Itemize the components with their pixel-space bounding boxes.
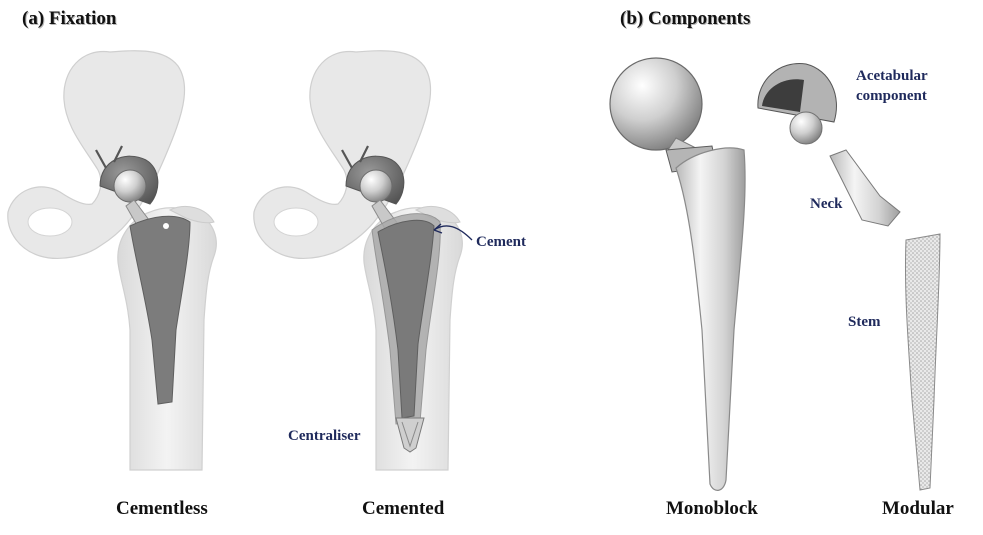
cemented-caption: Cemented (362, 498, 444, 520)
modular-caption: Modular (882, 498, 954, 520)
modular-stem-illustration (758, 63, 940, 490)
cement-label: Cement (476, 232, 526, 252)
stem-label: Stem (848, 312, 881, 332)
centraliser-label: Centraliser (288, 426, 360, 446)
monoblock-stem-illustration (610, 58, 745, 490)
fixation-heading: (a) Fixation (22, 8, 116, 30)
cementless-hip-illustration (8, 51, 216, 470)
neck-label: Neck (810, 194, 843, 214)
components-heading: (b) Components (620, 8, 750, 30)
cemented-hip-illustration (254, 51, 472, 470)
acetabular-component-label: Acetabular component (856, 66, 956, 106)
cementless-caption: Cementless (116, 498, 208, 520)
monoblock-caption: Monoblock (666, 498, 758, 520)
